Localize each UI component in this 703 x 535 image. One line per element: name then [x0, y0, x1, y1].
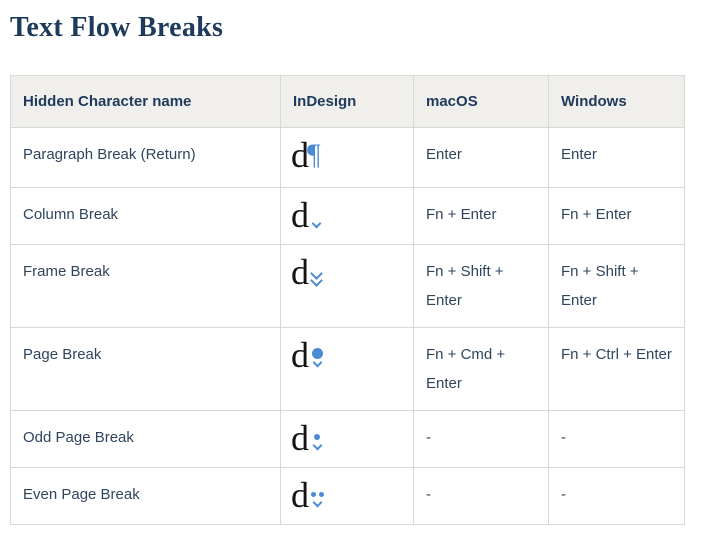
cell-windows-shortcut: -	[548, 467, 685, 525]
cell-character-name: Page Break	[10, 327, 281, 411]
cell-indesign-glyph: d	[280, 327, 414, 411]
odd-page-break-icon	[310, 418, 327, 458]
cell-character-name: Even Page Break	[10, 467, 281, 525]
cell-indesign-glyph: d	[280, 187, 414, 245]
cell-character-name: Odd Page Break	[10, 410, 281, 468]
cell-macos-shortcut: Fn + Enter	[413, 187, 549, 245]
even-page-break-icon	[310, 475, 327, 515]
paragraph-break-icon	[307, 135, 327, 175]
cell-windows-shortcut: Fn + Shift + Enter	[548, 244, 685, 328]
glyph-letter: d	[291, 475, 309, 515]
glyph-letter: d	[291, 252, 309, 292]
cell-indesign-glyph: d	[280, 127, 414, 188]
cell-indesign-glyph: d	[280, 410, 414, 468]
column-header-character-name: Hidden Character name	[10, 75, 281, 128]
cell-windows-shortcut: Enter	[548, 127, 685, 188]
table-row: Even Page Break d - -	[10, 467, 685, 525]
column-break-icon	[310, 195, 327, 235]
cell-macos-shortcut: -	[413, 410, 549, 468]
table-header-row: Hidden Character name InDesign macOS Win…	[10, 75, 685, 128]
cell-character-name: Frame Break	[10, 244, 281, 328]
cell-windows-shortcut: Fn + Enter	[548, 187, 685, 245]
page-title: Text Flow Breaks	[10, 12, 224, 43]
table-row: Odd Page Break d - -	[10, 410, 685, 468]
frame-break-icon	[310, 252, 327, 292]
cell-windows-shortcut: -	[548, 410, 685, 468]
cell-macos-shortcut: Fn + Cmd + Enter	[413, 327, 549, 411]
glyph-letter: d	[291, 335, 309, 375]
cell-character-name: Paragraph Break (Return)	[10, 127, 281, 188]
indesign-glyph: d	[291, 252, 327, 292]
cell-macos-shortcut: Fn + Shift + Enter	[413, 244, 549, 328]
glyph-letter: d	[291, 135, 309, 175]
table-row: Frame Break d Fn + Shift + Enter Fn + Sh…	[10, 244, 685, 328]
indesign-glyph: d	[291, 135, 327, 175]
column-header-windows: Windows	[548, 75, 685, 128]
indesign-glyph: d	[291, 475, 327, 515]
cell-macos-shortcut: -	[413, 467, 549, 525]
indesign-glyph: d	[291, 418, 327, 458]
cell-character-name: Column Break	[10, 187, 281, 245]
text-flow-breaks-table: Hidden Character name InDesign macOS Win…	[10, 75, 685, 525]
indesign-glyph: d	[291, 195, 327, 235]
table-row: Page Break d Fn + Cmd + Enter Fn + Ctrl …	[10, 327, 685, 411]
column-header-indesign: InDesign	[280, 75, 414, 128]
cell-macos-shortcut: Enter	[413, 127, 549, 188]
cell-indesign-glyph: d	[280, 467, 414, 525]
glyph-letter: d	[291, 195, 309, 235]
page-break-icon	[310, 335, 327, 375]
glyph-letter: d	[291, 418, 309, 458]
table-row: Paragraph Break (Return) d Enter Enter	[10, 127, 685, 188]
column-header-macos: macOS	[413, 75, 549, 128]
indesign-glyph: d	[291, 335, 327, 375]
cell-indesign-glyph: d	[280, 244, 414, 328]
table-row: Column Break d Fn + Enter Fn + Enter	[10, 187, 685, 245]
cell-windows-shortcut: Fn + Ctrl + Enter	[548, 327, 685, 411]
